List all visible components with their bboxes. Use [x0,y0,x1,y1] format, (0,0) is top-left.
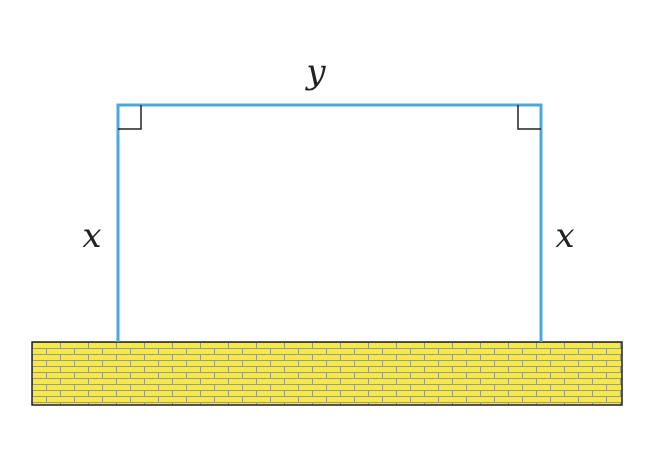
fence-outline [116,103,543,342]
label-top-side-y: y [304,52,326,92]
right-angle-marker-top-left [118,105,142,130]
brick-wall [31,341,623,406]
label-right-side-x: x [555,216,574,256]
label-left-side-x: x [82,216,101,256]
right-angle-marker-top-right [517,105,541,130]
